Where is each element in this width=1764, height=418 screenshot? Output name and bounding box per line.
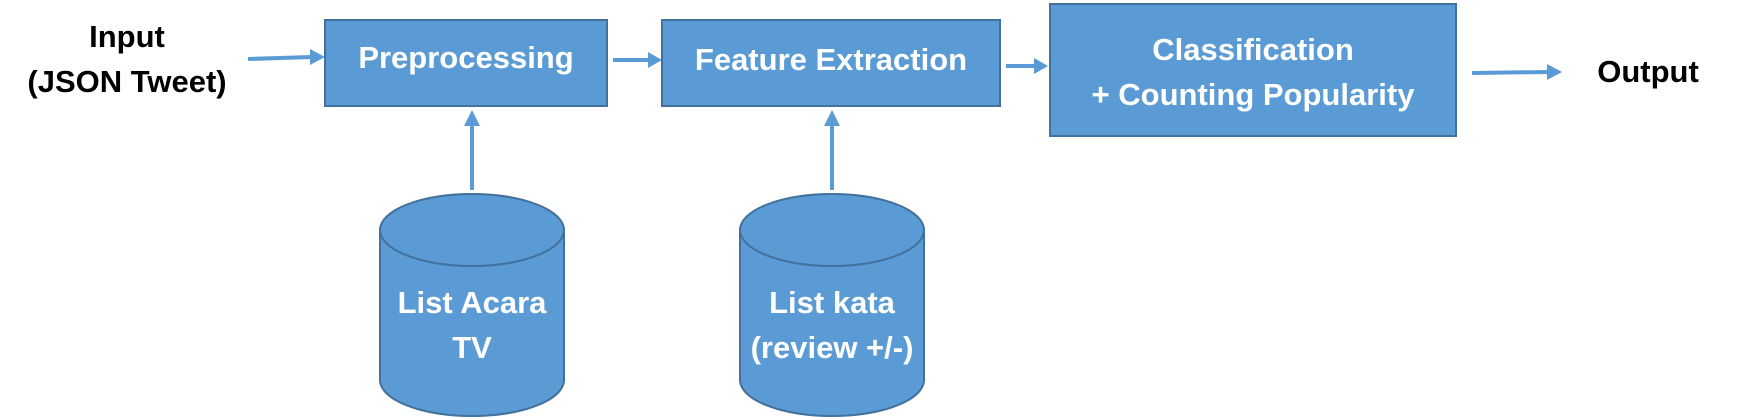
input-label-line2: (JSON Tweet)	[27, 64, 226, 99]
db-acara-label-line1: List Acara	[398, 285, 548, 320]
arrow-acara-to-preprocessing	[464, 110, 480, 190]
arrow-feature-to-classification	[1006, 58, 1048, 74]
cylinder-top-icon	[379, 193, 565, 267]
feature-extraction-node: Feature Extraction	[661, 19, 1001, 107]
arrow-classification-to-output	[1471, 64, 1562, 80]
output-label: Output	[1597, 54, 1699, 89]
input-label: Input (JSON Tweet)	[27, 19, 226, 99]
classification-box	[1049, 3, 1457, 137]
arrow-input-to-preprocessing	[247, 49, 325, 65]
preprocessing-node: Preprocessing	[324, 19, 608, 107]
classification-label-line1: Classification	[1152, 32, 1354, 67]
database-list-kata: List kata (review +/-)	[739, 193, 925, 417]
classification-label-line2: + Counting Popularity	[1092, 77, 1416, 112]
input-label-line1: Input	[89, 19, 165, 54]
cylinder-body-icon	[379, 229, 565, 417]
db-acara-label-line2: TV	[452, 330, 492, 365]
classification-node: Classification + Counting Popularity	[1049, 3, 1457, 137]
cylinder-body-icon	[739, 229, 925, 417]
arrow-preprocessing-to-feature	[613, 52, 662, 68]
db-kata-label-line1: List kata	[769, 285, 896, 320]
feature-extraction-box	[661, 19, 1001, 107]
database-list-acara-tv: List Acara TV	[379, 193, 565, 417]
arrow-kata-to-feature	[824, 110, 840, 190]
cylinder-top-icon	[739, 193, 925, 267]
feature-extraction-label: Feature Extraction	[695, 42, 967, 77]
preprocessing-box	[324, 19, 608, 107]
db-kata-label-line2: (review +/-)	[751, 330, 914, 365]
preprocessing-label: Preprocessing	[358, 40, 573, 75]
